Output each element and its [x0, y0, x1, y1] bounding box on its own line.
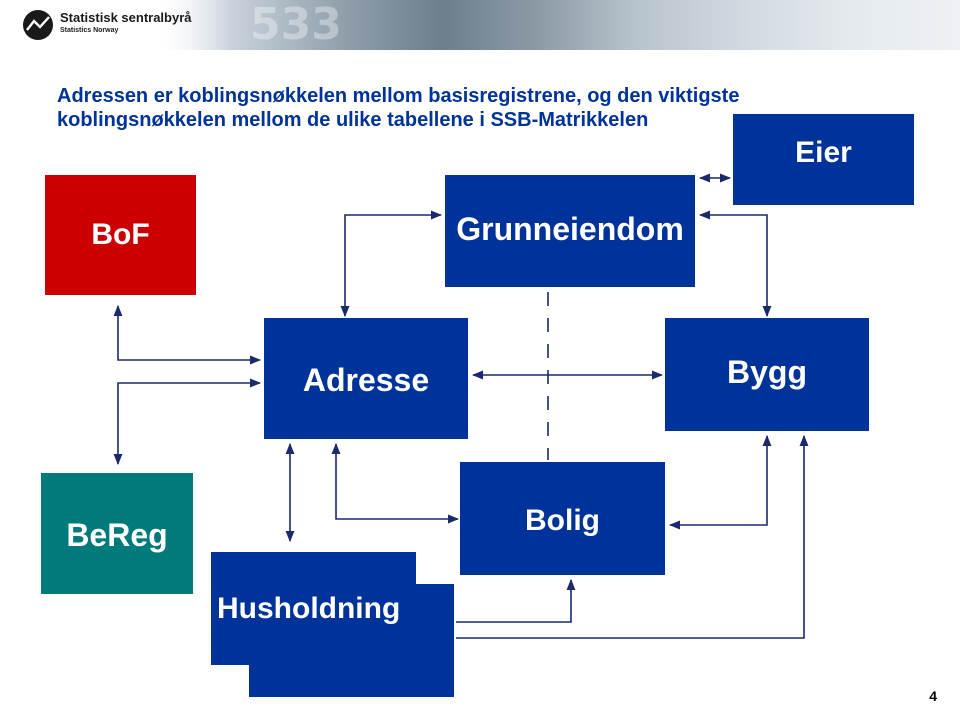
link-adresse-bolig: [331, 442, 460, 524]
link-grunneiendom-bygg: [698, 210, 772, 318]
title-line-1: Adressen er koblingsnøkkelen mellom basi…: [57, 85, 740, 107]
page-number: 4: [929, 688, 937, 704]
page-title: Adressen er koblingsnøkkelen mellom basi…: [57, 84, 837, 132]
org-name: Statistisk sentralbyrå: [60, 10, 192, 25]
box-bygg: Bygg: [665, 318, 869, 431]
box-bereg: BeReg: [41, 473, 193, 594]
label-bygg: Bygg: [727, 354, 807, 390]
link-husholdning-bygg: [456, 434, 809, 639]
box-bof: BoF: [45, 175, 196, 295]
label-bolig: Bolig: [525, 504, 600, 537]
label-adresse: Adresse: [302, 362, 430, 398]
link-husholdning-bolig: [456, 578, 576, 623]
link-bygg-bolig: [668, 434, 772, 530]
box-husholdning: Husholdning: [211, 552, 416, 665]
ssb-logo-icon: [23, 10, 53, 40]
label-bof: BoF: [91, 218, 150, 251]
banner-decoration: 533: [250, 0, 342, 50]
header-banner: 533 Statistisk sentralbyrå Statistics No…: [0, 0, 960, 50]
box-bolig: Bolig: [460, 462, 665, 575]
box-adresse: Adresse: [264, 318, 468, 439]
box-grunneiendom: Grunneiendom: [445, 175, 695, 287]
link-bof-adresse: [113, 304, 262, 365]
label-grunneiendom: Grunneiendom: [456, 211, 684, 247]
label-bereg: BeReg: [66, 517, 168, 553]
box-eier: Eier: [733, 114, 914, 205]
link-grunneiendom-adresse: [340, 210, 443, 318]
link-adresse-bereg: [113, 378, 262, 466]
label-eier: Eier: [795, 136, 852, 169]
org-name-en: Statistics Norway: [60, 27, 119, 34]
title-line-2: koblingsnøkkelen mellom de ulike tabelle…: [57, 109, 649, 131]
label-husholdning: Husholdning: [217, 592, 401, 625]
